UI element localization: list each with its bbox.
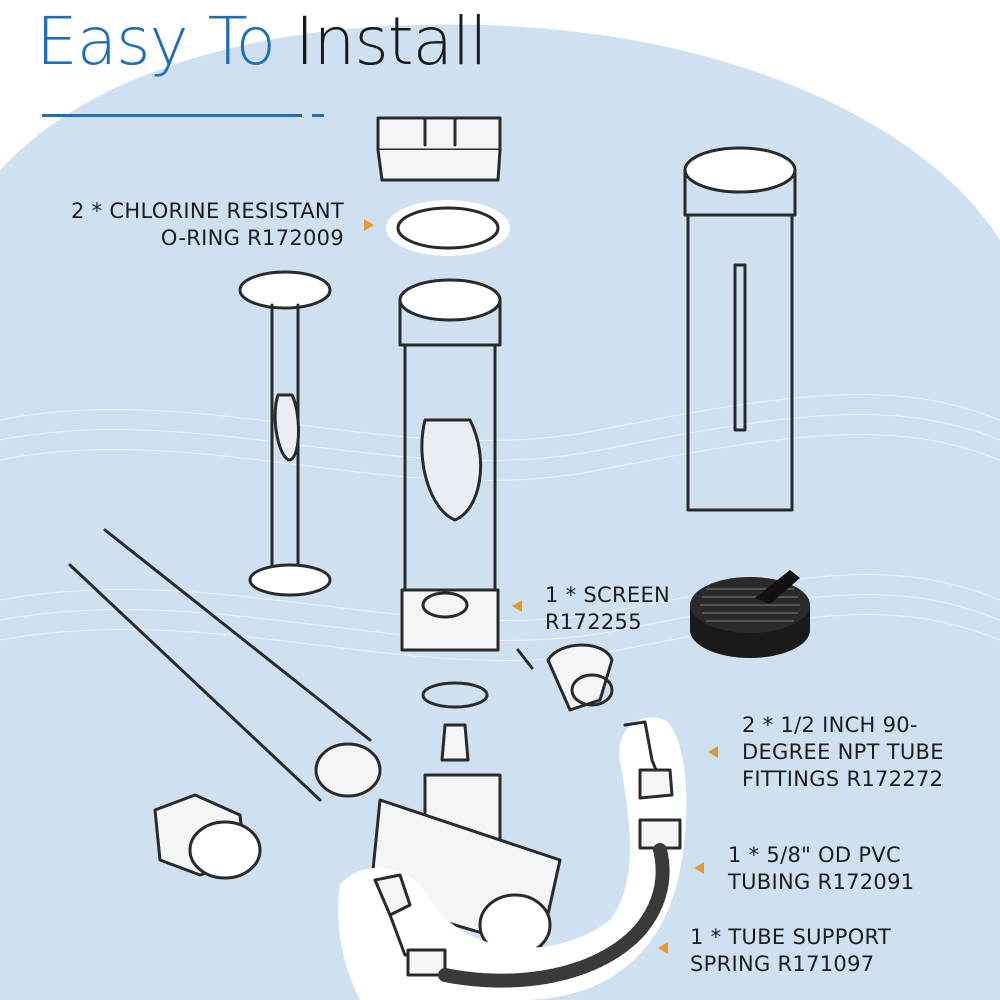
pointer-icon — [512, 600, 522, 612]
pointer-icon — [364, 219, 374, 231]
callout-tubing-line1: 1 * 5/8" OD PVC — [728, 843, 901, 867]
callout-o-ring: 2 * CHLORINE RESISTANT O-RING R172009 — [44, 198, 344, 252]
callout-spring-line1: 1 * TUBE SUPPORT — [690, 925, 892, 949]
callout-screen-line2: R172255 — [545, 610, 642, 634]
callout-fittings-line2: DEGREE NPT TUBE — [742, 740, 944, 764]
callout-spring-line2: SPRING R171097 — [690, 952, 875, 976]
callout-tubing-line2: TUBING R172091 — [728, 870, 915, 894]
title-accent: Easy To — [36, 3, 276, 80]
screen-part-photo — [690, 570, 810, 658]
pointer-icon — [708, 746, 718, 758]
callout-fittings: 2 * 1/2 INCH 90- DEGREE NPT TUBE FITTING… — [742, 712, 944, 793]
callout-fittings-line1: 2 * 1/2 INCH 90- — [742, 713, 918, 737]
callout-tubing: 1 * 5/8" OD PVC TUBING R172091 — [728, 842, 914, 896]
callout-spring: 1 * TUBE SUPPORT SPRING R171097 — [690, 924, 891, 978]
pointer-icon — [658, 942, 668, 954]
title-underline — [42, 114, 302, 117]
callout-o-ring-line1: 2 * CHLORINE RESISTANT — [71, 199, 344, 223]
title-main: Install — [295, 3, 488, 80]
callout-o-ring-line2: O-RING R172009 — [160, 226, 344, 250]
callout-screen: 1 * SCREEN R172255 — [545, 582, 670, 636]
page-title: Easy To Install — [36, 3, 488, 80]
callout-screen-line1: 1 * SCREEN — [545, 583, 671, 607]
pointer-icon — [694, 862, 704, 874]
callout-fittings-line3: FITTINGS R172272 — [742, 767, 944, 791]
title-underline-dot — [312, 114, 324, 117]
exploded-diagram-illustration — [68, 116, 797, 1000]
